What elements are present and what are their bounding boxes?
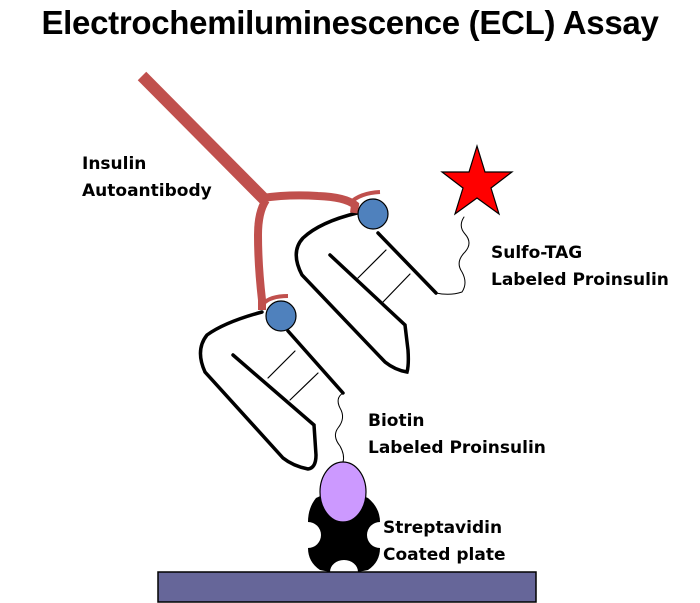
label-line: Labeled Proinsulin: [491, 270, 669, 290]
label-line: Coated plate: [383, 545, 506, 565]
label-line: Sulfo-TAG: [491, 243, 583, 263]
epitope-upper: [357, 198, 389, 230]
insulin-autoantibody: [137, 71, 381, 310]
sulfotag-proinsulin-loop: [294, 211, 470, 374]
label-biotin-proinsulin: Biotin Labeled Proinsulin: [368, 408, 546, 462]
label-line: Streptavidin: [383, 518, 503, 538]
biotin-proinsulin-loop: [198, 310, 345, 471]
biotin: [319, 461, 367, 523]
label-line: Biotin: [368, 411, 425, 431]
epitope-lower: [265, 300, 297, 332]
label-streptavidin-plate: Streptavidin Coated plate: [383, 515, 506, 569]
label-sulfo-tag-proinsulin: Sulfo-TAG Labeled Proinsulin: [491, 240, 669, 294]
label-line: Autoantibody: [82, 181, 212, 201]
label-insulin-autoantibody: Insulin Autoantibody: [82, 151, 212, 205]
label-line: Labeled Proinsulin: [368, 438, 546, 458]
diagram-title: Electrochemiluminescence (ECL) Assay: [41, 4, 659, 41]
sulfo-tag-star: [440, 143, 514, 216]
coated-plate: [157, 571, 537, 603]
label-line: Insulin: [82, 154, 147, 174]
